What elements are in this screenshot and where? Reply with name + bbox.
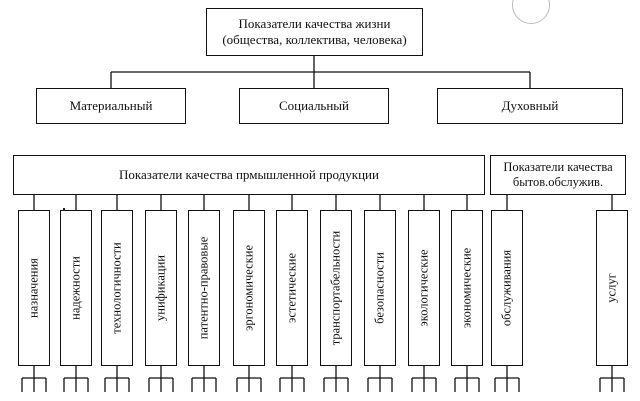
indicator-label: патентно-правовые	[196, 236, 211, 340]
indicator-label: экологические	[416, 249, 431, 327]
root-subtitle: (общества, коллектива, человека)	[222, 32, 407, 47]
indicator-label: надежности	[68, 256, 83, 320]
indicator-label: услуг	[604, 273, 619, 303]
indicator-column-aesthetic: эстетические	[276, 210, 308, 366]
indicator-column-patent-legal: патентно-правовые	[188, 210, 220, 366]
indicator-column-unification: унификации	[145, 210, 177, 366]
indicator-label: назначения	[26, 258, 41, 318]
indicator-column-ecological: экологические	[408, 210, 440, 366]
print-speck	[63, 208, 65, 211]
social-label: Социальный	[278, 98, 350, 113]
indicator-column-reliability: надежности	[60, 210, 92, 366]
indicator-column-purpose: назначения	[18, 210, 50, 366]
indicator-label: унификации	[153, 255, 168, 321]
material-label: Материальный	[69, 98, 153, 113]
indicator-column-manufacturability: технологичности	[101, 210, 133, 366]
indicator-label: эргономические	[241, 245, 256, 331]
services-box: Показатели качества бытов.обслужив.	[490, 155, 626, 195]
indicator-label: экономические	[459, 247, 474, 329]
material-box: Материальный	[36, 88, 186, 124]
root-box: Показатели качества жизни (общества, кол…	[206, 8, 423, 56]
indicator-label: обслуживания	[499, 249, 514, 327]
indicator-label: технологичности	[109, 242, 124, 334]
indicator-column-transportability: транспортабельности	[320, 210, 352, 366]
indicator-column-ergonomic: эргономические	[233, 210, 265, 366]
root-title: Показатели качества жизни	[238, 16, 391, 31]
services-title-line1: Показатели качества	[503, 160, 613, 174]
spiritual-label: Духовный	[501, 98, 559, 113]
indicator-column-services: услуг	[596, 210, 628, 366]
services-title-line2: бытов.обслужив.	[512, 175, 604, 189]
indicator-label: безопасности	[372, 252, 387, 324]
indicator-column-service: обслуживания	[491, 210, 523, 366]
industrial-products-box: Показатели качества прмышленной продукци…	[13, 155, 485, 195]
indicator-column-safety: безопасности	[364, 210, 396, 366]
industrial-products-title: Показатели качества прмышленной продукци…	[119, 167, 379, 182]
spiritual-box: Духовный	[437, 88, 623, 124]
indicator-label: эстетические	[284, 252, 299, 324]
indicator-column-economic: экономические	[451, 210, 483, 366]
social-box: Социальный	[239, 88, 389, 124]
indicator-label: транспортабельности	[328, 230, 343, 346]
